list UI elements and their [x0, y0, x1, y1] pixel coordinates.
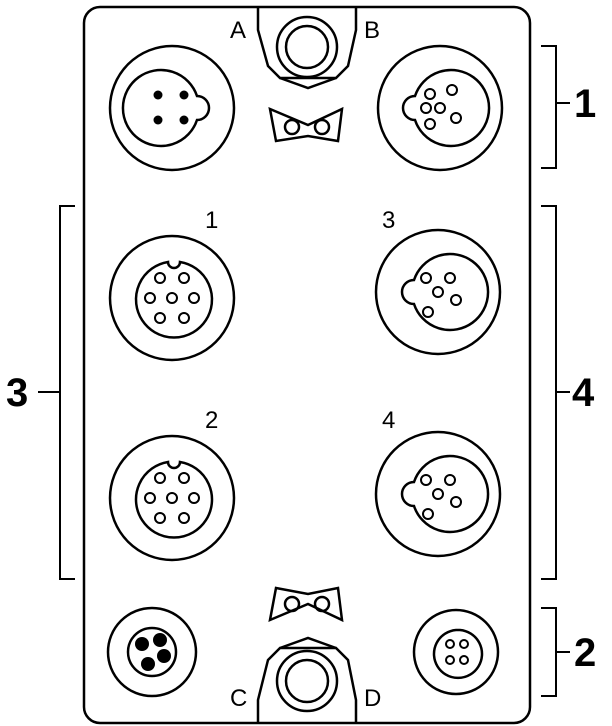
callout-4: 4 — [572, 371, 595, 415]
port-3-connector — [374, 228, 502, 356]
label-corner-c: C — [230, 685, 247, 712]
callout-1: 1 — [574, 82, 596, 126]
top-led-indicator — [268, 106, 344, 143]
label-corner-a: A — [230, 17, 246, 44]
callout-3: 3 — [6, 371, 28, 415]
label-corner-b: B — [364, 17, 380, 44]
connector-top-left — [108, 44, 236, 172]
callout-2: 2 — [574, 631, 596, 675]
label-corner-d: D — [364, 685, 381, 712]
bottom-cable-gland — [256, 636, 358, 723]
connector-bottom-left — [106, 606, 198, 698]
label-port-3: 3 — [382, 207, 395, 234]
connector-top-right — [376, 44, 504, 172]
callout-brackets — [38, 45, 570, 697]
port-1-connector — [108, 234, 236, 362]
port-4-connector — [374, 430, 502, 558]
connector-bottom-right — [412, 608, 500, 696]
port-2-connector — [108, 434, 236, 562]
label-port-2: 2 — [205, 407, 218, 434]
top-cable-gland — [256, 7, 358, 90]
bottom-led-indicator — [268, 586, 344, 623]
label-port-4: 4 — [382, 407, 395, 434]
label-port-1: 1 — [205, 207, 218, 234]
